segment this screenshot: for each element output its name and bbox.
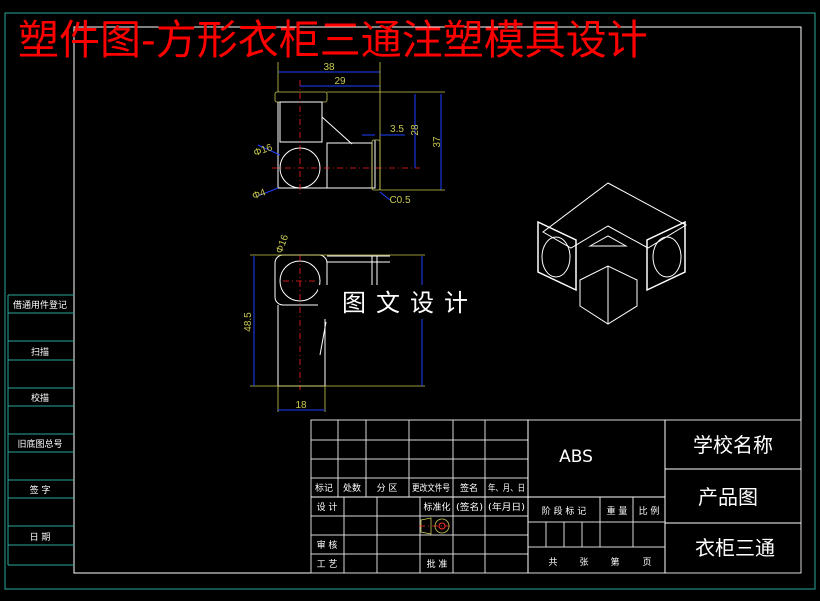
rev-header: 处数	[343, 482, 361, 494]
top-view: 38 29 3.5 28 37 Φ16 Φ4 C0.5	[251, 62, 445, 206]
dim-label: Φ4	[251, 187, 268, 202]
watermark: 图文设计	[342, 289, 478, 317]
review-label: 审 核	[317, 539, 338, 551]
rev-header: 标记	[315, 482, 333, 494]
dim-label: C0.5	[389, 195, 411, 206]
dim-label: 48.5	[243, 312, 254, 332]
sign-label: (签名)	[456, 501, 483, 513]
dim-label: 3.5	[390, 124, 404, 135]
sheet-label: 第	[610, 556, 619, 568]
stage-header: 重 量	[607, 505, 628, 517]
approve-label: 批 准	[427, 558, 448, 570]
side-label: 扫描	[31, 346, 49, 358]
side-column: 借通用件登记 扫描 校描 旧底图总号 签 字 日 期	[7, 294, 74, 566]
standard-label: 标准化	[423, 501, 450, 513]
part-name: 衣柜三通	[695, 536, 775, 560]
rev-header: 分 区	[377, 483, 398, 494]
side-label: 旧底图总号	[17, 438, 62, 450]
rev-header: 更改文件号	[412, 482, 450, 494]
stage-header: 比 例	[639, 505, 660, 517]
sheet-label: 页	[642, 557, 651, 568]
dim-label: 37	[432, 136, 443, 148]
watermark-bg	[318, 285, 496, 319]
dim-label: 29	[334, 76, 346, 87]
design-label: 设 计	[317, 501, 338, 513]
side-label: 借通用件登记	[13, 299, 67, 311]
isometric-view	[537, 182, 688, 325]
stage-header: 阶 段 标 记	[542, 505, 587, 517]
side-label: 校描	[31, 392, 49, 404]
dim-label: Φ16	[274, 233, 291, 255]
side-label: 签 字	[30, 484, 51, 496]
dim-label: 18	[295, 400, 307, 411]
date-label: (年月日)	[488, 501, 525, 513]
school-name: 学校名称	[693, 433, 773, 457]
outer-frame	[4, 12, 816, 590]
rev-header: 签名	[460, 482, 478, 494]
front-view: Φ16 48.5 18	[243, 233, 425, 412]
side-label: 日 期	[30, 532, 51, 543]
sheet-label: 张	[579, 557, 588, 568]
material: ABS	[559, 447, 593, 467]
sheet-label: 共	[548, 557, 557, 568]
process-label: 工 艺	[317, 559, 338, 570]
drawing-type: 产品图	[698, 485, 758, 509]
title-block: 标记 处数 分 区 更改文件号 签名 年、月、日 设 计 标准化 (签名) (年…	[310, 419, 802, 574]
drawing-title: 塑件图-方形衣柜三通注塑模具设计	[18, 16, 648, 64]
dim-label: 28	[410, 124, 421, 136]
dim-label: Φ16	[252, 142, 274, 159]
projection-symbol-icon	[419, 517, 450, 535]
dim-label: 38	[323, 62, 335, 73]
rev-header: 年、月、日	[488, 482, 525, 494]
